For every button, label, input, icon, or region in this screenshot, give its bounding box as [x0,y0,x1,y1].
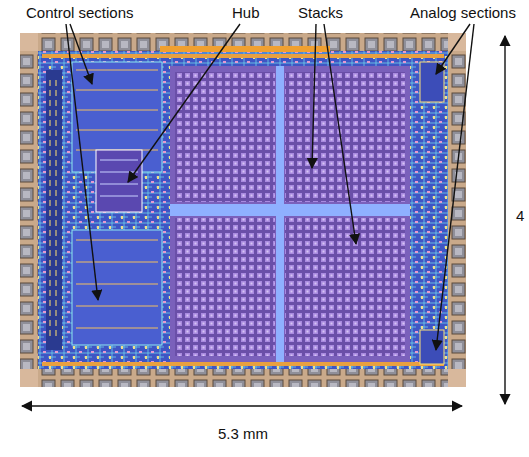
routing [50,80,56,340]
memory-stack [175,72,275,202]
part-label: Stacks [296,5,345,22]
power-rail [42,54,444,58]
hub-block [96,150,142,212]
pad-row [38,33,448,51]
core-area [38,51,448,369]
leader-line [436,24,474,350]
pad-column [448,51,466,369]
leader-line [312,24,316,168]
memory-stack [175,218,275,356]
leader-line [66,24,98,300]
stack-bus [170,204,410,216]
analog-block [420,330,444,364]
part-label: Control sections [24,5,136,22]
routing [76,70,158,328]
leader-line [128,24,240,182]
part-label: Hub [230,5,262,22]
io-logic [46,70,62,350]
dimension-label: 4 [514,208,526,225]
stack-frame [170,66,410,362]
memory-stack [285,218,405,356]
pad-row [38,369,448,387]
dimension-arrow [22,405,462,406]
leader-line [436,24,470,74]
part-label: Analog sections [408,5,518,22]
dimension-label: 5.3 mm [216,426,270,443]
power-rail [42,362,444,366]
dimension-arrow [504,36,505,404]
memory-stack [285,72,405,202]
stack-bus [276,66,284,362]
routing [100,160,138,196]
leader-line [324,24,356,244]
leader-line [70,24,92,84]
power-rail [160,46,330,52]
pad-column [20,51,38,369]
